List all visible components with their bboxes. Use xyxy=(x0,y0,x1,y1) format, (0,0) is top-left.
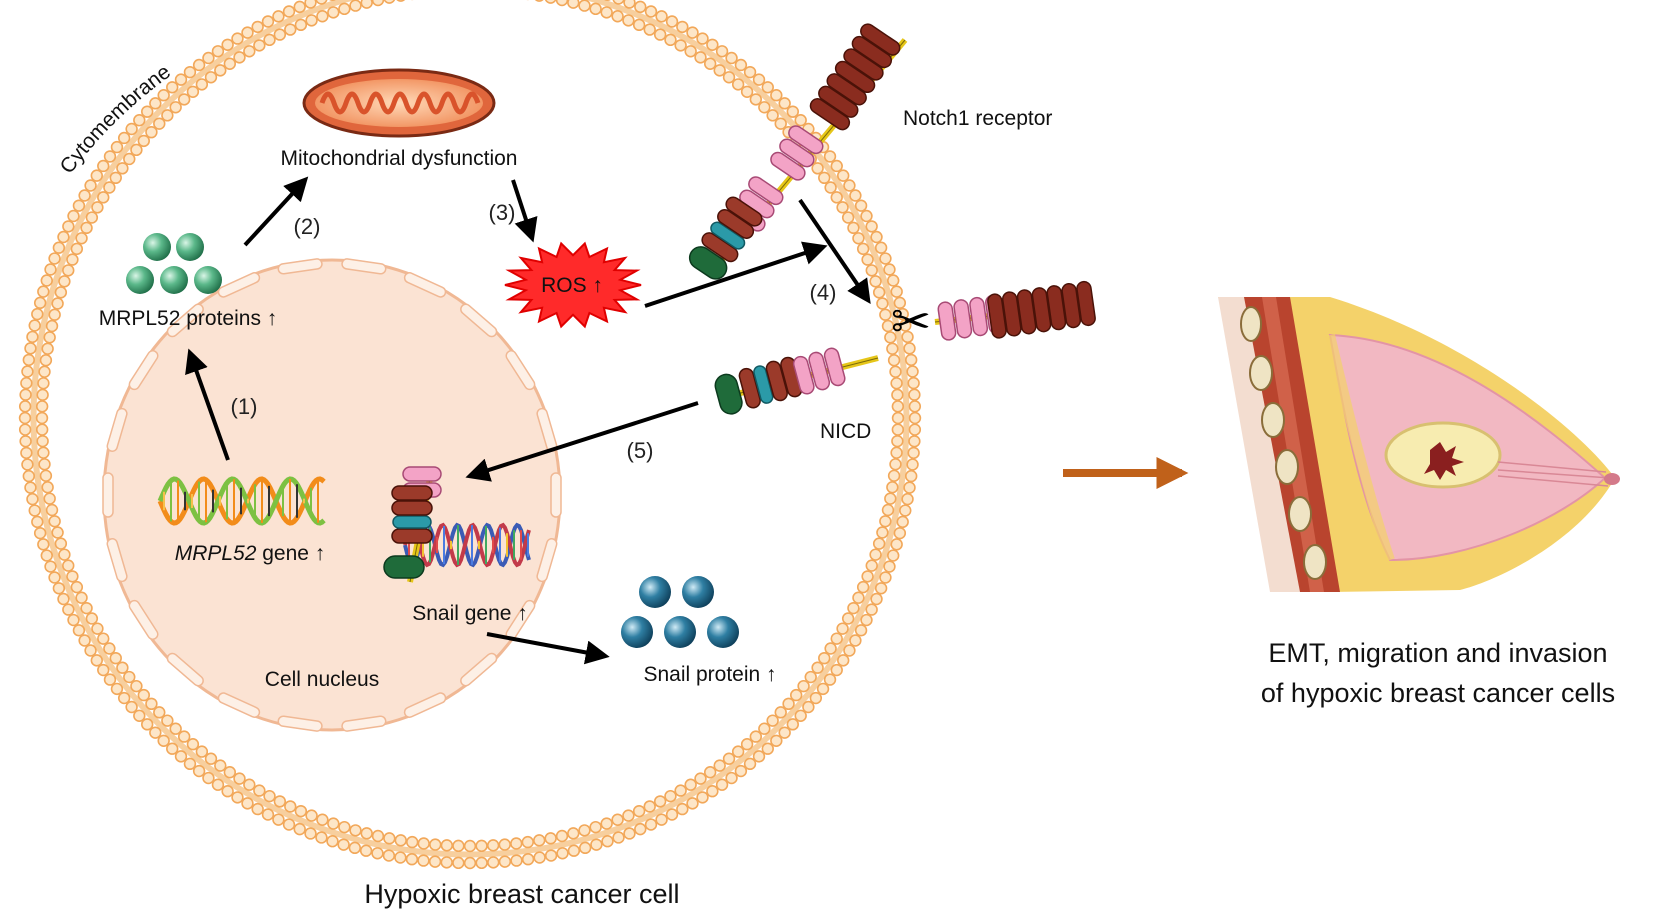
snail-gene-label: Snail gene ↑ xyxy=(412,602,528,625)
notch1-label: Notch1 receptor xyxy=(903,107,1052,130)
outcome-line-1: EMT, migration and invasion xyxy=(1268,638,1607,668)
step-2-label: (2) xyxy=(294,214,321,239)
nucleus-label: Cell nucleus xyxy=(265,668,379,691)
mrpl52-gene-label: MRPL52 gene ↑ xyxy=(175,542,326,565)
arrow-step-3 xyxy=(513,180,532,238)
snail-protein-label: Snail protein ↑ xyxy=(643,663,776,686)
mitochondrion-icon xyxy=(304,70,494,136)
mito-label: Mitochondrial dysfunction xyxy=(281,147,518,170)
snail-protein-icon xyxy=(621,576,739,648)
breast-tissue-icon xyxy=(1218,297,1620,592)
ros-burst-icon: ROS ↑ xyxy=(505,244,641,327)
scissors-icon: ✂ xyxy=(891,296,931,349)
ros-label: ROS ↑ xyxy=(541,274,603,297)
outcome-line-2: of hypoxic breast cancer cells xyxy=(1261,678,1615,708)
cell-title: Hypoxic breast cancer cell xyxy=(364,879,679,909)
cleaved-receptor xyxy=(935,281,1096,341)
step-5-label: (5) xyxy=(627,438,654,463)
nicd-fragment xyxy=(713,347,878,417)
step-3-label: (3) xyxy=(489,200,516,225)
step-1-label: (1) xyxy=(231,394,258,419)
mrpl52-proteins-label: MRPL52 proteins ↑ xyxy=(99,307,278,330)
step-4-label: (4) xyxy=(810,280,837,305)
mrpl52-proteins-icon xyxy=(126,233,222,294)
nicd-label: NICD xyxy=(820,420,871,443)
